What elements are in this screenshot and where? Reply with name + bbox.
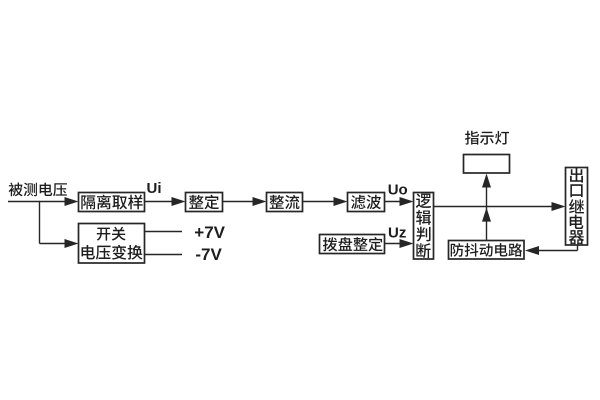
svg-text:Uo: Uo [388,182,408,199]
svg-text:Ui: Ui [147,180,162,197]
svg-text:-7V: -7V [195,245,222,264]
svg-text:Uz: Uz [388,225,406,242]
svg-text:+7V: +7V [194,223,225,242]
